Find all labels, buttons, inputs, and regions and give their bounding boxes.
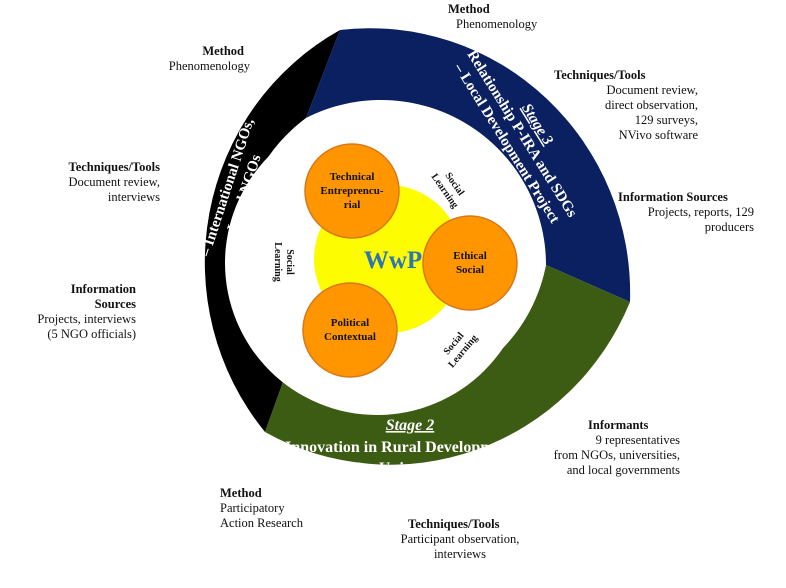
- stage-2-line-3: Local Governments: [313, 481, 448, 498]
- stage-1-sources-text: Projects, interviews (5 NGO officials): [37, 312, 136, 341]
- stage-3-sources-heading: Information Sources: [618, 190, 728, 204]
- stage-3-method-annotation: Method Phenomenology: [448, 2, 537, 32]
- stage-2-line-2: – NGOs, Universities,: [315, 460, 464, 477]
- social-learning-left-line-2: Learning: [272, 242, 283, 281]
- stage-3-tools-annotation: Techniques/Tools Document review, direct…: [540, 68, 698, 143]
- stage-1-method-annotation: Method Phenomenology: [120, 44, 250, 74]
- stage-2-informants-annotation: Informants 9 representatives from NGOs, …: [540, 418, 680, 478]
- stage-3-tools-text: Document review, direct observation, 129…: [604, 83, 698, 142]
- technical-line-1: Technical: [330, 171, 375, 183]
- stage-2-title: Stage 2: [386, 417, 434, 434]
- stage-1-band: [204, 30, 340, 432]
- stage-3-method-heading: Method: [448, 2, 490, 16]
- stage-2-informants-text: 9 representatives from NGOs, universitie…: [553, 433, 680, 477]
- technical-line-2: Entreprencu-: [320, 185, 383, 197]
- stage-3-sources-annotation: Information Sources Projects, reports, 1…: [610, 190, 754, 235]
- stage-1-sources-heading: Information Sources: [70, 282, 136, 311]
- ethical-bubble: [422, 215, 518, 311]
- stage-1-tools-annotation: Techniques/Tools Document review, interv…: [20, 160, 160, 205]
- stage-3-method-text: Phenomenology: [456, 17, 538, 31]
- stage-2-method-annotation: Method Participatory Action Research: [220, 486, 350, 531]
- technical-bubble: [304, 143, 400, 239]
- political-line-1: Political: [331, 317, 370, 329]
- wwp-label: WwP: [364, 247, 422, 274]
- stage-3-sources-text: Projects, reports, 129 producers: [647, 205, 754, 234]
- stage-3-band: [306, 28, 631, 303]
- ethical-line-2: Social: [456, 264, 484, 276]
- stage-2-method-text: Participatory Action Research: [220, 501, 303, 530]
- stage-2-tools-text: Participant observation, interviews: [400, 532, 520, 561]
- social-learning-left-line-1: Social: [284, 249, 295, 275]
- technical-line-3: rial: [344, 199, 361, 211]
- stage-2-band: [265, 265, 630, 465]
- stage-1-tools-text: Document review, interviews: [68, 175, 160, 204]
- stage-1-tools-heading: Techniques/Tools: [68, 160, 160, 174]
- stage-1-method-text: Phenomenology: [168, 59, 250, 73]
- ethical-line-1: Ethical: [453, 250, 487, 262]
- stage-1-method-heading: Method: [202, 44, 244, 58]
- stage-2-line-1: Innovation in Rural Development: [285, 439, 515, 456]
- political-bubble: [302, 282, 398, 378]
- political-line-2: Contextual: [324, 331, 376, 343]
- stage-2-tools-annotation: Techniques/Tools Participant observation…: [380, 517, 540, 562]
- stage-2-method-heading: Method: [220, 486, 262, 500]
- stage-2-tools-heading: Techniques/Tools: [408, 517, 500, 531]
- stage-1-sources-annotation: Information Sources Projects, interviews…: [10, 282, 136, 342]
- stage-3-tools-heading: Techniques/Tools: [554, 68, 646, 82]
- stage-2-informants-heading: Informants: [588, 418, 649, 432]
